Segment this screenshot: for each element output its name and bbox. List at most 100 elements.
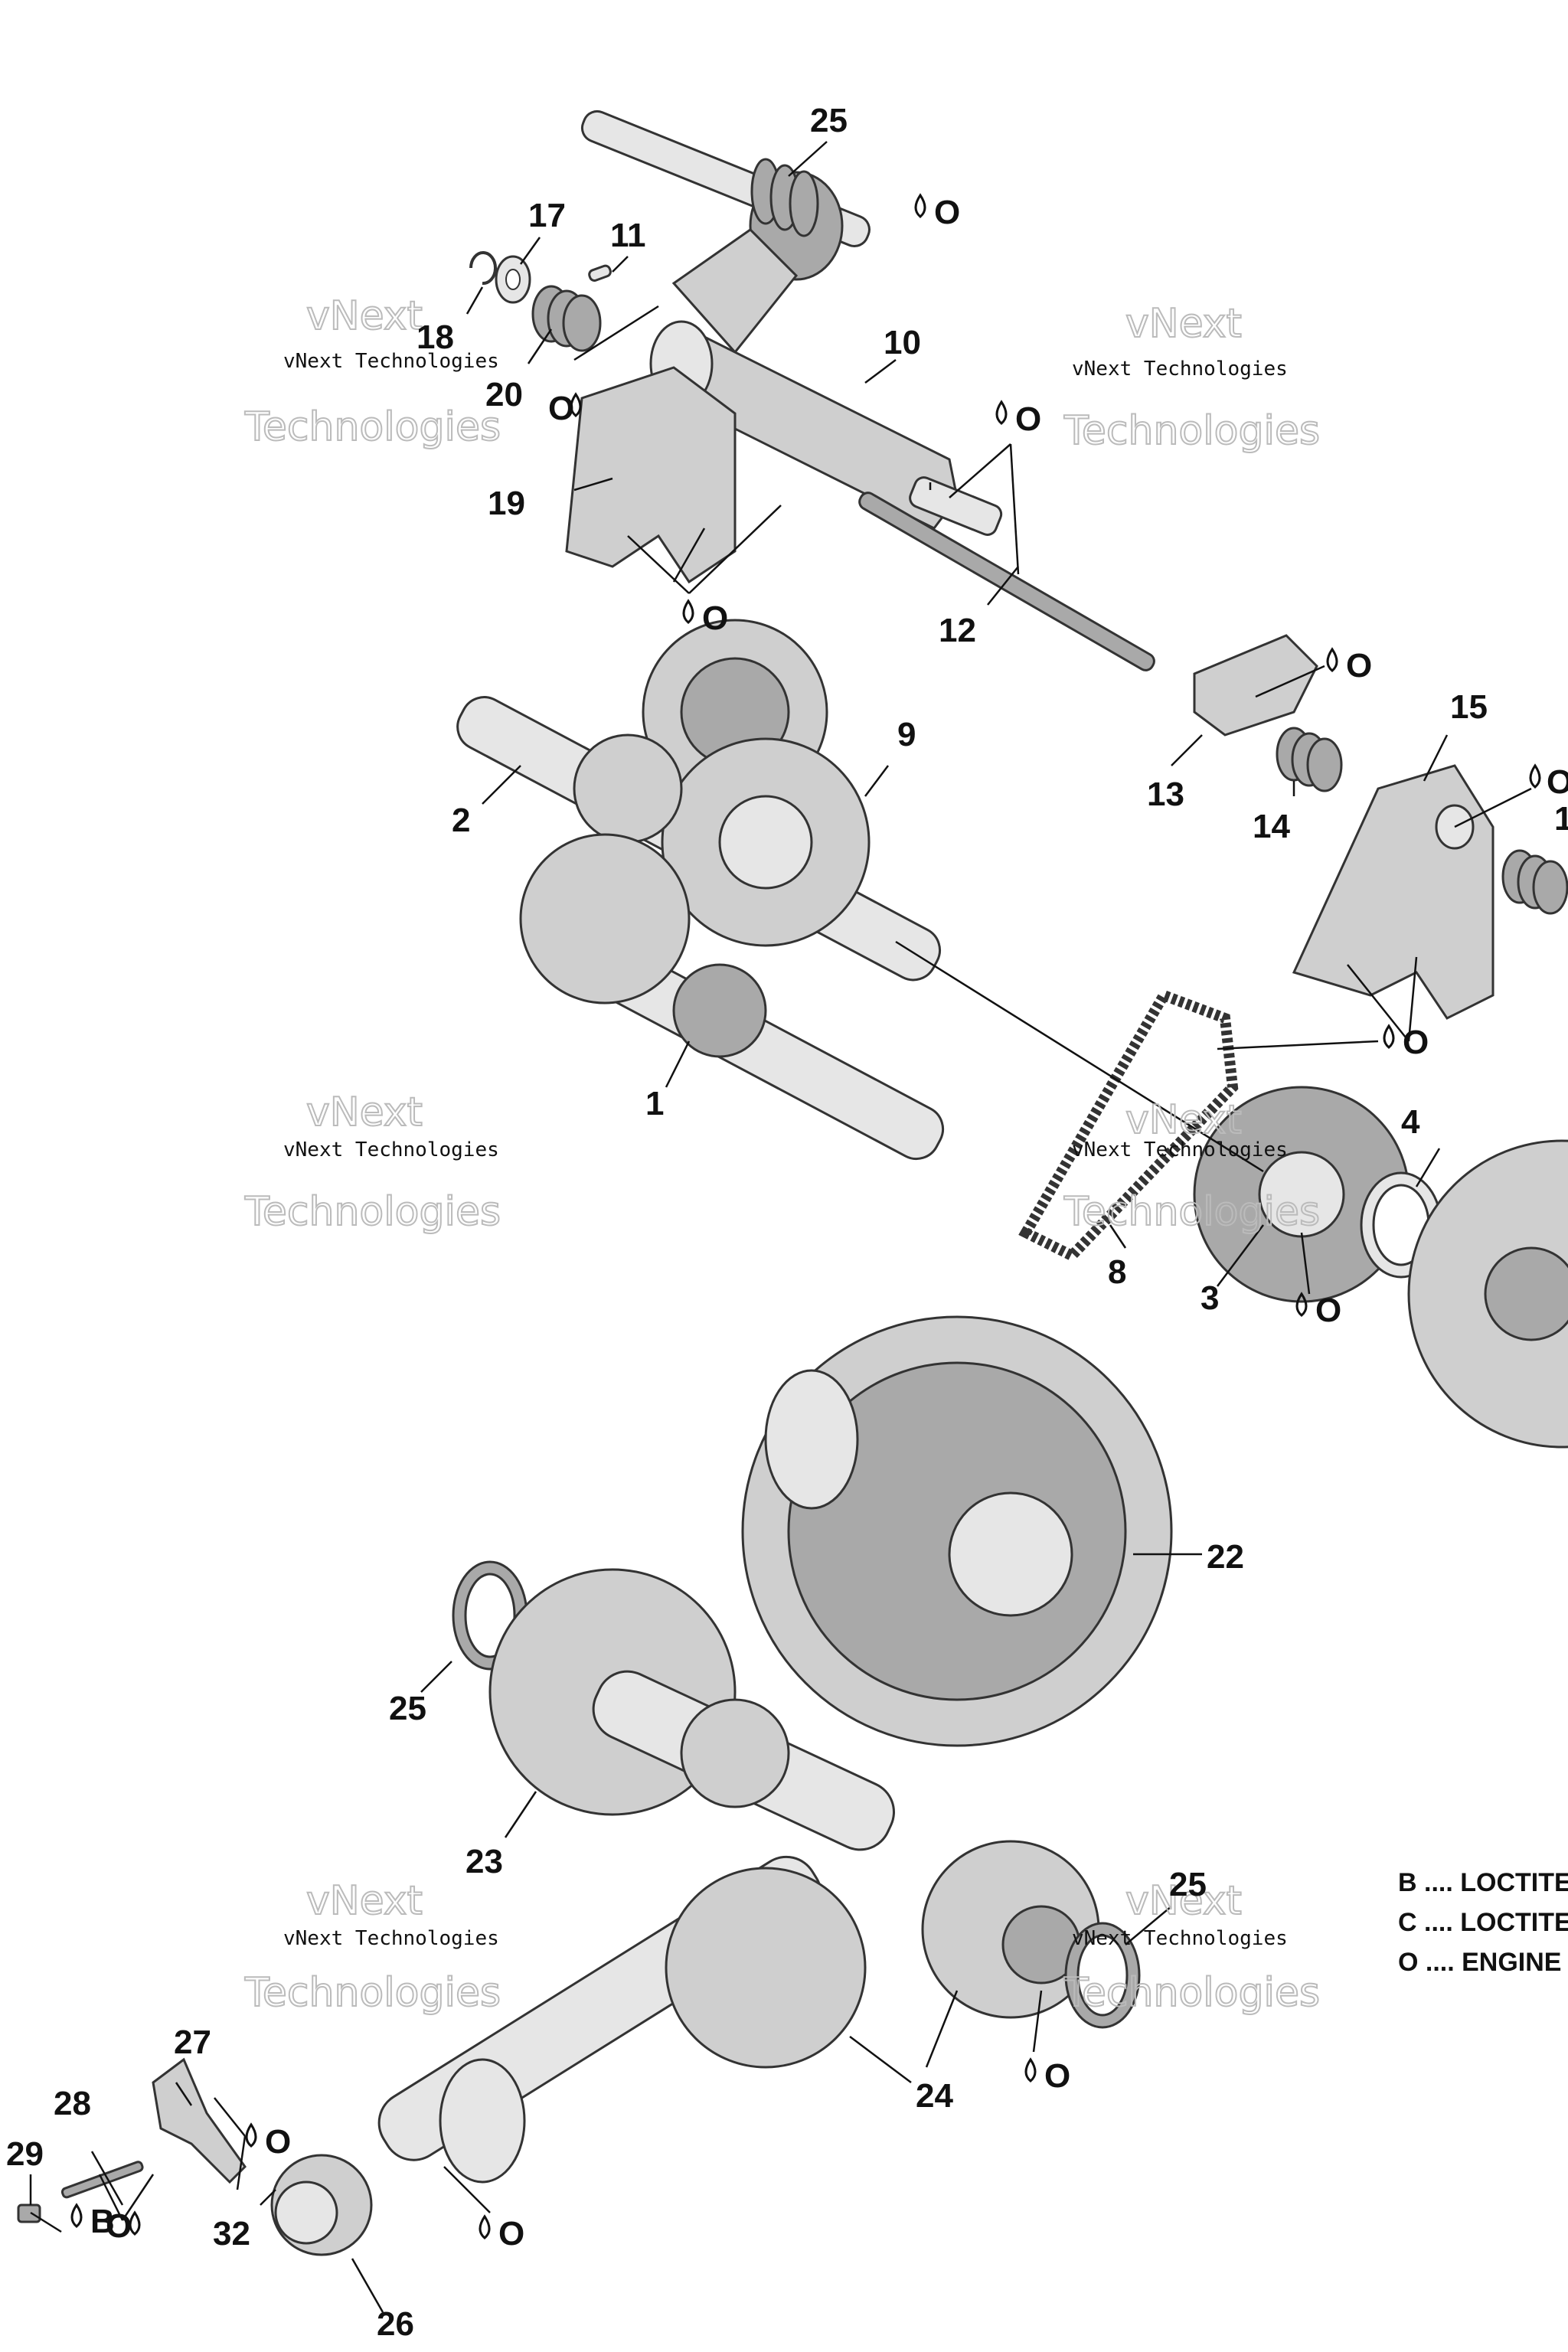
- callout-17: 17: [528, 197, 566, 234]
- oil-letter: O: [702, 599, 728, 637]
- watermark-big-1: vNext: [1125, 1097, 1242, 1143]
- watermark-bottom-right: vNext Technologies vNext Technologies: [1063, 1877, 1321, 2017]
- callout-4: 4: [1401, 1103, 1420, 1141]
- callout-22: 22: [1207, 1538, 1244, 1576]
- loctite-letter: B: [90, 2203, 115, 2240]
- loctite-b-mark: B: [70, 2203, 115, 2240]
- oil-mark: O: [914, 193, 960, 231]
- watermark-big-2: Technologies: [244, 404, 501, 450]
- oil-mark: O: [1326, 647, 1372, 684]
- gear-cluster-9: [573, 619, 871, 947]
- coupler-26: [270, 2154, 373, 2256]
- watermark-small: vNext Technologies: [283, 1138, 499, 1161]
- shift-drum-10: [649, 320, 1003, 536]
- watermark-big-2: Technologies: [244, 1970, 501, 2016]
- shaft-1: [519, 833, 945, 1161]
- watermark-big-1: vNext: [306, 1878, 423, 1924]
- callout-14: 14: [1253, 808, 1290, 845]
- shift-fork-19: [565, 366, 737, 584]
- callout-10: 10: [884, 324, 921, 361]
- oil-letter: O: [106, 2207, 132, 2245]
- callout-24: 24: [916, 2077, 953, 2115]
- callout-25-upper: 25: [389, 1690, 426, 1727]
- gear-shaft-23: [488, 1568, 895, 1851]
- watermark-small: vNext Technologies: [1072, 1927, 1288, 1950]
- oil-mark: O: [1529, 763, 1568, 801]
- oil-mark: O: [106, 2207, 141, 2245]
- watermark-big-2: Technologies: [244, 1189, 501, 1235]
- leader-lines: [29, 141, 1532, 2313]
- callout-2: 2: [452, 802, 470, 839]
- gear-22: [741, 1315, 1173, 1747]
- legend-o: O .... ENGINE O: [1398, 1948, 1568, 1977]
- spring-right: [1501, 849, 1568, 915]
- fork-13: [1193, 634, 1318, 737]
- oil-letter: O: [1547, 763, 1568, 801]
- callout-18: 18: [416, 318, 454, 356]
- legend: B .... LOCTITE C .... LOCTITE O .... ENG…: [1398, 1868, 1568, 1977]
- callout-15: 15: [1450, 688, 1488, 726]
- callout-32: 32: [213, 2215, 250, 2252]
- output-shaft-24: [377, 1855, 867, 2184]
- spring-20: [531, 285, 602, 352]
- watermark-big-1: vNext: [306, 293, 423, 339]
- oil-letter: O: [498, 2215, 524, 2252]
- oil-mark: O: [1383, 1024, 1429, 1061]
- oil-mark: O: [995, 400, 1041, 438]
- callout-8: 8: [1108, 1253, 1126, 1291]
- watermark-bottom-left: vNext Technologies vNext Technologies: [243, 1877, 501, 2017]
- oil-mark: O: [548, 390, 582, 427]
- oil-mark: O: [245, 2122, 291, 2161]
- callout-19: 19: [488, 485, 525, 522]
- spring-14: [1276, 727, 1343, 792]
- oil-letter: O: [265, 2123, 291, 2161]
- seal-25-lower: [1064, 1922, 1141, 2029]
- watermark-small: vNext Technologies: [283, 1927, 499, 1950]
- oil-letter: O: [1015, 400, 1041, 438]
- screw-29: [17, 2203, 41, 2223]
- shift-fork-15: [1292, 764, 1494, 1020]
- oil-letter: O: [1403, 1024, 1429, 1061]
- watermark-top-right: vNext Technologies vNext Technologies: [1063, 300, 1321, 455]
- callout-20: 20: [485, 376, 523, 413]
- pin-11: [588, 264, 612, 282]
- watermark-big-1: vNext: [1125, 1878, 1242, 1924]
- callout-11: 11: [610, 217, 646, 254]
- callout-1-edge: 1: [1554, 800, 1568, 838]
- callout-labels: 25 11 17 18 20 19 10 12 13 14 15 1 2 9 1…: [6, 102, 1568, 2343]
- callout-1: 1: [645, 1085, 664, 1122]
- callout-26: 26: [377, 2305, 414, 2343]
- bevel-gear-24b: [921, 1840, 1100, 2019]
- oil-mark: O: [1024, 2057, 1070, 2095]
- circlip-18: [469, 251, 497, 286]
- watermark-mid-right: vNext Technologies vNext Technologies: [1063, 1096, 1321, 1236]
- callout-27: 27: [174, 2024, 211, 2061]
- oil-mark: O: [1295, 1292, 1341, 1329]
- oil-mark: O: [479, 2214, 524, 2252]
- legend-b: B .... LOCTITE: [1398, 1868, 1568, 1897]
- callout-25-lower: 25: [1169, 1866, 1207, 1903]
- oil-letter: O: [548, 390, 574, 427]
- oil-mark: O: [682, 599, 728, 637]
- callout-23: 23: [466, 1843, 503, 1880]
- watermark-big-1: vNext: [1125, 301, 1242, 347]
- oil-letter: O: [1044, 2057, 1070, 2095]
- callout-29: 29: [6, 2135, 44, 2173]
- watermark-big-1: vNext: [306, 1089, 423, 1135]
- legend-c: C .... LOCTITE: [1398, 1908, 1568, 1937]
- oil-letter: O: [1315, 1292, 1341, 1329]
- fork-27: [152, 2057, 247, 2184]
- gear-right-edge: [1407, 1139, 1568, 1449]
- sprocket-3: [1193, 1086, 1410, 1303]
- callout-3: 3: [1200, 1279, 1219, 1317]
- watermark-small: vNext Technologies: [1072, 358, 1288, 381]
- spring-21: [750, 158, 819, 237]
- watermark-small: vNext Technologies: [283, 350, 499, 373]
- oil-letter: O: [934, 194, 960, 231]
- callout-12: 12: [939, 612, 976, 649]
- callout-28: 28: [54, 2085, 91, 2122]
- watermark-top-left: vNext Technologies vNext Technologies: [243, 292, 501, 451]
- watermark-big-2: Technologies: [1063, 408, 1320, 454]
- lube-marks: O O O O O O O O O O O O B: [70, 193, 1568, 2252]
